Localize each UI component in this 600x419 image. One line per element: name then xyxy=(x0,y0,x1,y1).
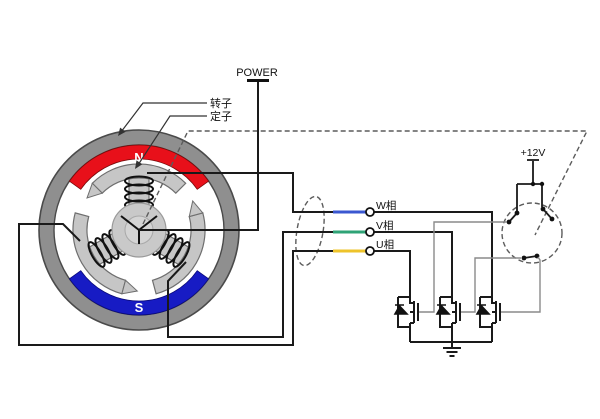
stator-to-commutator-dashed-line xyxy=(142,130,589,236)
phase-wiring xyxy=(18,172,493,346)
gate-wire-m3 xyxy=(501,256,541,313)
callout-labels: 转子 定子 xyxy=(118,96,232,169)
mosfet-3-body-diode xyxy=(475,304,491,315)
phase-u-connector xyxy=(365,246,375,256)
phase-w-wire xyxy=(147,172,493,290)
phase-v-label: V相 xyxy=(376,219,394,232)
phase-w-connector xyxy=(365,207,375,217)
ground-symbol xyxy=(443,342,461,357)
phase-w-label: W相 xyxy=(376,199,396,212)
power-label: POWER xyxy=(236,67,278,79)
pole-shoe-tip xyxy=(188,199,204,218)
rotor-leader-line xyxy=(120,102,207,133)
pole-shoe-tip xyxy=(121,279,139,295)
phase-connectors: W相 V相 U相 xyxy=(333,199,396,256)
power-terminal xyxy=(247,79,269,82)
pole-shoe xyxy=(72,212,127,295)
cable-bundle-ellipse xyxy=(295,195,325,267)
plus12v-wires xyxy=(516,161,543,211)
phase-u-wire xyxy=(18,223,411,346)
rotor-label: 转子 xyxy=(210,96,232,110)
plus12v-label: +12V xyxy=(521,147,546,159)
rotor-leader-arrowhead xyxy=(118,127,126,136)
mosfet-1 xyxy=(393,290,419,342)
power-wire xyxy=(139,82,259,231)
gate-wire-m1 xyxy=(419,221,507,313)
stator-leader-line xyxy=(137,115,207,166)
magnet-south-letter: S xyxy=(135,300,144,315)
commutator-switch: +12V xyxy=(419,147,555,313)
phase-u-label: U相 xyxy=(376,238,394,251)
commutator-circle xyxy=(501,202,563,264)
stator-leader-arrowhead xyxy=(135,160,143,169)
mosfet-2 xyxy=(435,290,461,342)
power-feed: POWER xyxy=(139,67,278,231)
gate-wire-m2 xyxy=(461,257,521,313)
phase-v-wire xyxy=(167,231,453,338)
stator-label: 定子 xyxy=(210,109,232,123)
magnet-south xyxy=(68,270,210,316)
mosfet-3 xyxy=(475,290,501,342)
dashed-reference-lines xyxy=(142,130,589,267)
magnet-north-letter: N xyxy=(134,150,143,165)
switch-contact-dots xyxy=(506,181,555,261)
mosfet-1-body-diode xyxy=(393,304,409,315)
pole-shoe xyxy=(151,212,206,295)
mosfet-bank xyxy=(393,290,501,357)
phase-v-connector xyxy=(365,227,375,237)
pole-shoe-tip xyxy=(86,182,104,199)
mosfet-2-body-diode xyxy=(435,304,451,315)
magnet-north xyxy=(68,144,210,190)
pole-shoe xyxy=(91,163,187,195)
